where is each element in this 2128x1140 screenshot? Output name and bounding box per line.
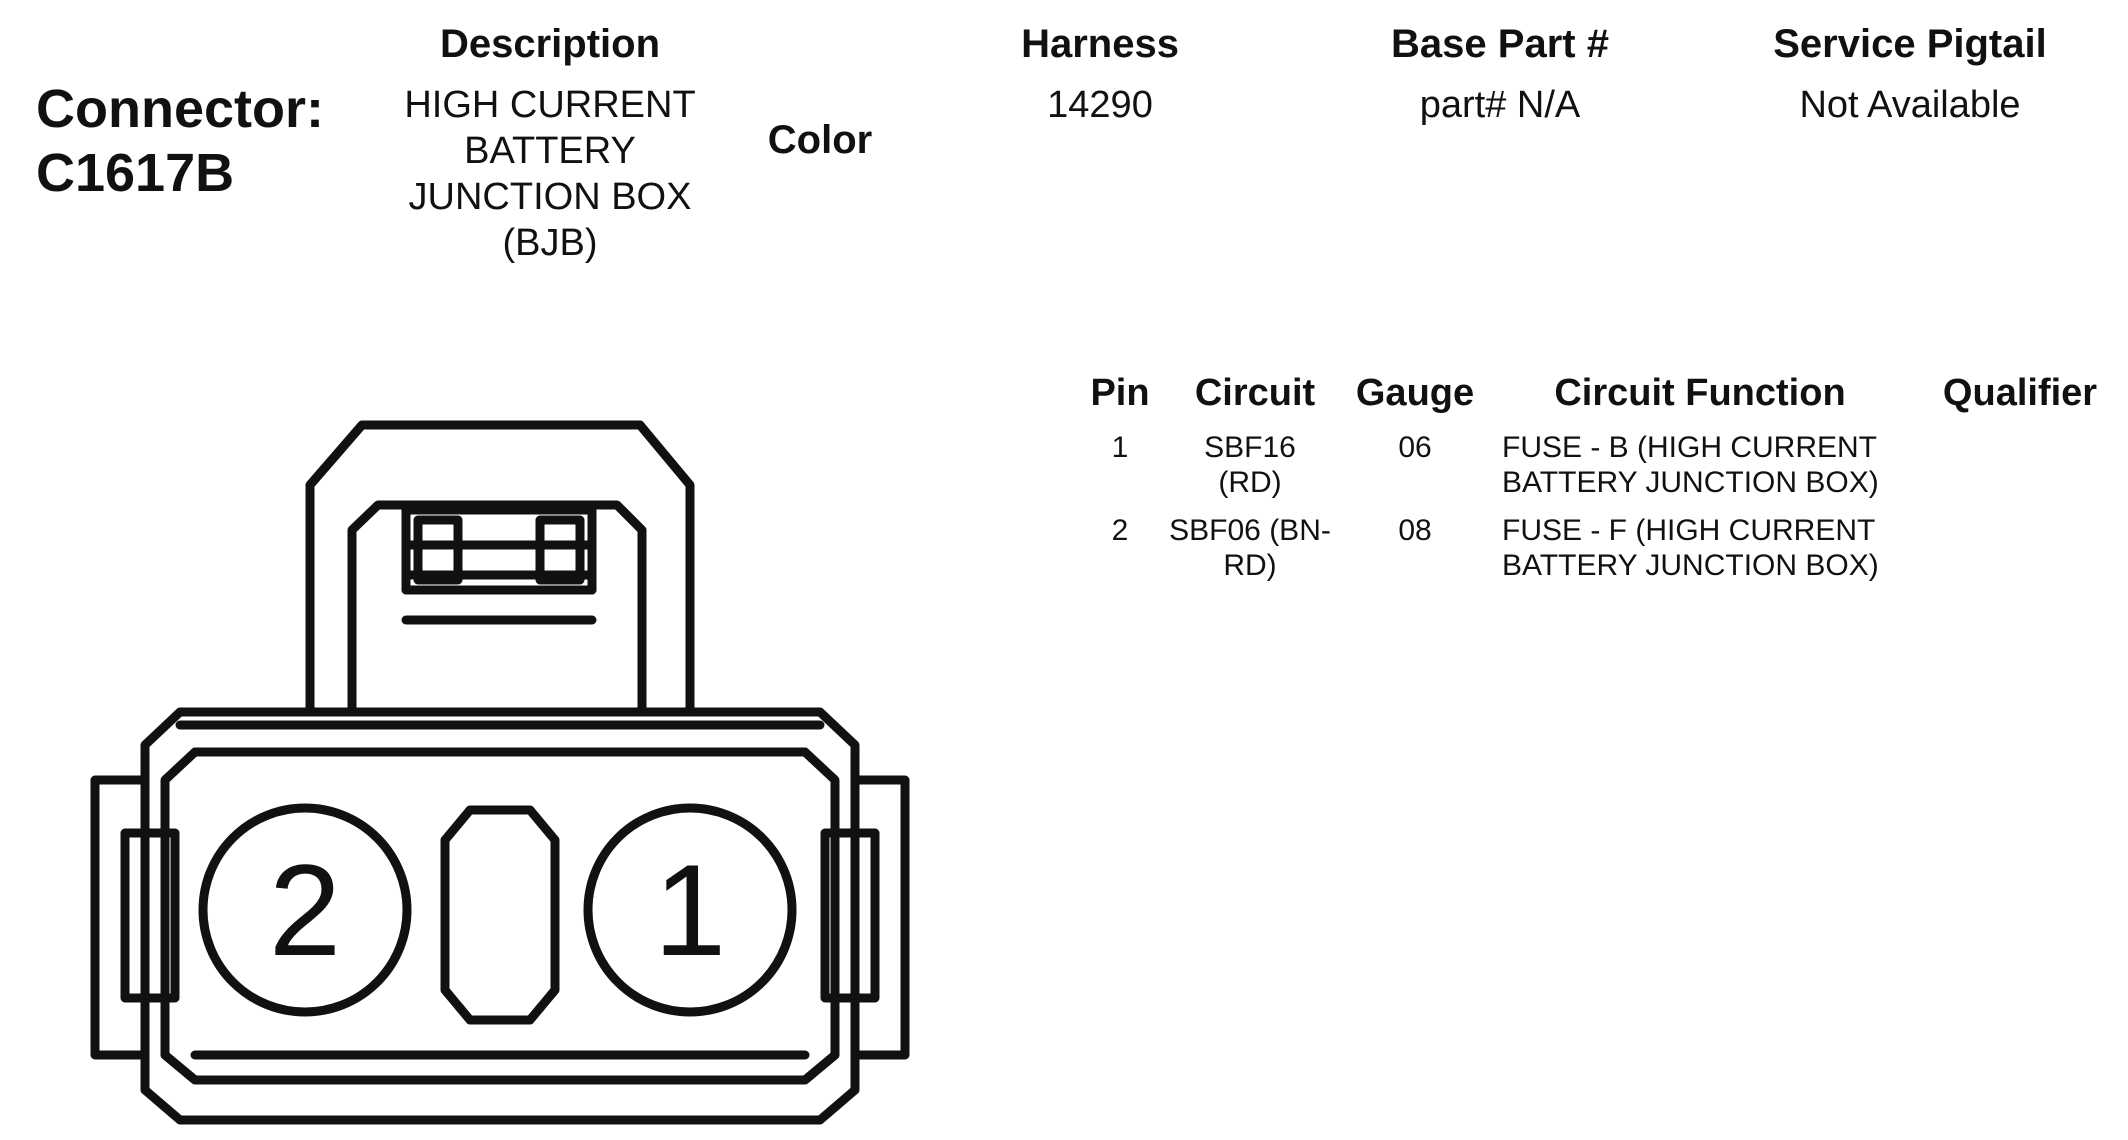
connector-label: Connector:: [36, 79, 324, 139]
function-line: FUSE - F (HIGH CURRENT: [1502, 514, 1876, 547]
cavity-2-outline: [198, 803, 412, 1017]
circuit-value: SBF16 (RD): [1160, 430, 1340, 500]
circuit-value: SBF06 (BN- RD): [1160, 513, 1340, 583]
function-line: FUSE - B (HIGH CURRENT: [1502, 431, 1877, 464]
service-pigtail-value: Not Available: [1799, 84, 2021, 126]
circuit-function-column-header: Circuit Function: [1554, 372, 1846, 414]
harness-header: Harness: [1021, 22, 1179, 66]
circuit-line: SBF06 (BN-: [1169, 514, 1331, 547]
center-key: [440, 805, 560, 1025]
latch-inner: [347, 500, 647, 717]
gauge-column-header: Gauge: [1355, 372, 1475, 414]
body-inner: [160, 747, 840, 1085]
latch-window-tab: [413, 515, 463, 585]
right-ear-inner: [820, 828, 880, 1003]
circuit-line: SBF16: [1204, 431, 1296, 464]
service-pigtail-header: Service Pigtail: [1773, 22, 2047, 66]
right-ear-outer: [850, 775, 910, 1060]
function-line: BATTERY JUNCTION BOX): [1502, 466, 1879, 499]
color-header: Color: [767, 118, 873, 162]
description-line: JUNCTION BOX: [408, 176, 692, 218]
left-ear-inner: [120, 828, 180, 1003]
harness-value: 14290: [1047, 84, 1153, 126]
pin-column-header: Pin: [1090, 372, 1150, 414]
description-line: (BJB): [502, 222, 598, 264]
pin-number: 1: [1111, 431, 1129, 464]
gauge-value: 08: [1398, 514, 1432, 547]
latch-window-tab: [535, 515, 585, 585]
gauge-value: 06: [1398, 431, 1432, 464]
body-outer: [140, 707, 860, 1125]
circuit-function-value: FUSE - F (HIGH CURRENT BATTERY JUNCTION …: [1502, 513, 1922, 583]
description-header: Description: [439, 22, 661, 66]
circuit-line: RD): [1223, 549, 1277, 582]
circuit-line: (RD): [1218, 466, 1282, 499]
pin-number: 2: [1111, 514, 1129, 547]
latch-outer: [305, 420, 695, 717]
cavity-1-label: 1: [654, 837, 726, 983]
base-part-header: Base Part #: [1391, 22, 1609, 66]
left-ear-outer: [90, 775, 150, 1060]
description-value: HIGH CURRENT BATTERY JUNCTION BOX (BJB): [370, 82, 730, 266]
description-line: HIGH CURRENT: [404, 84, 696, 126]
function-line: BATTERY JUNCTION BOX): [1502, 549, 1879, 582]
cavity-2-label: 2: [269, 837, 341, 983]
circuit-function-value: FUSE - B (HIGH CURRENT BATTERY JUNCTION …: [1502, 430, 1922, 500]
description-line: BATTERY: [464, 130, 636, 172]
cavity-1-outline: [583, 803, 797, 1017]
circuit-column-header: Circuit: [1194, 372, 1316, 414]
qualifier-column-header: Qualifier: [1942, 372, 2098, 414]
connector-id: C1617B: [36, 143, 235, 203]
base-part-value: part# N/A: [1419, 84, 1581, 126]
